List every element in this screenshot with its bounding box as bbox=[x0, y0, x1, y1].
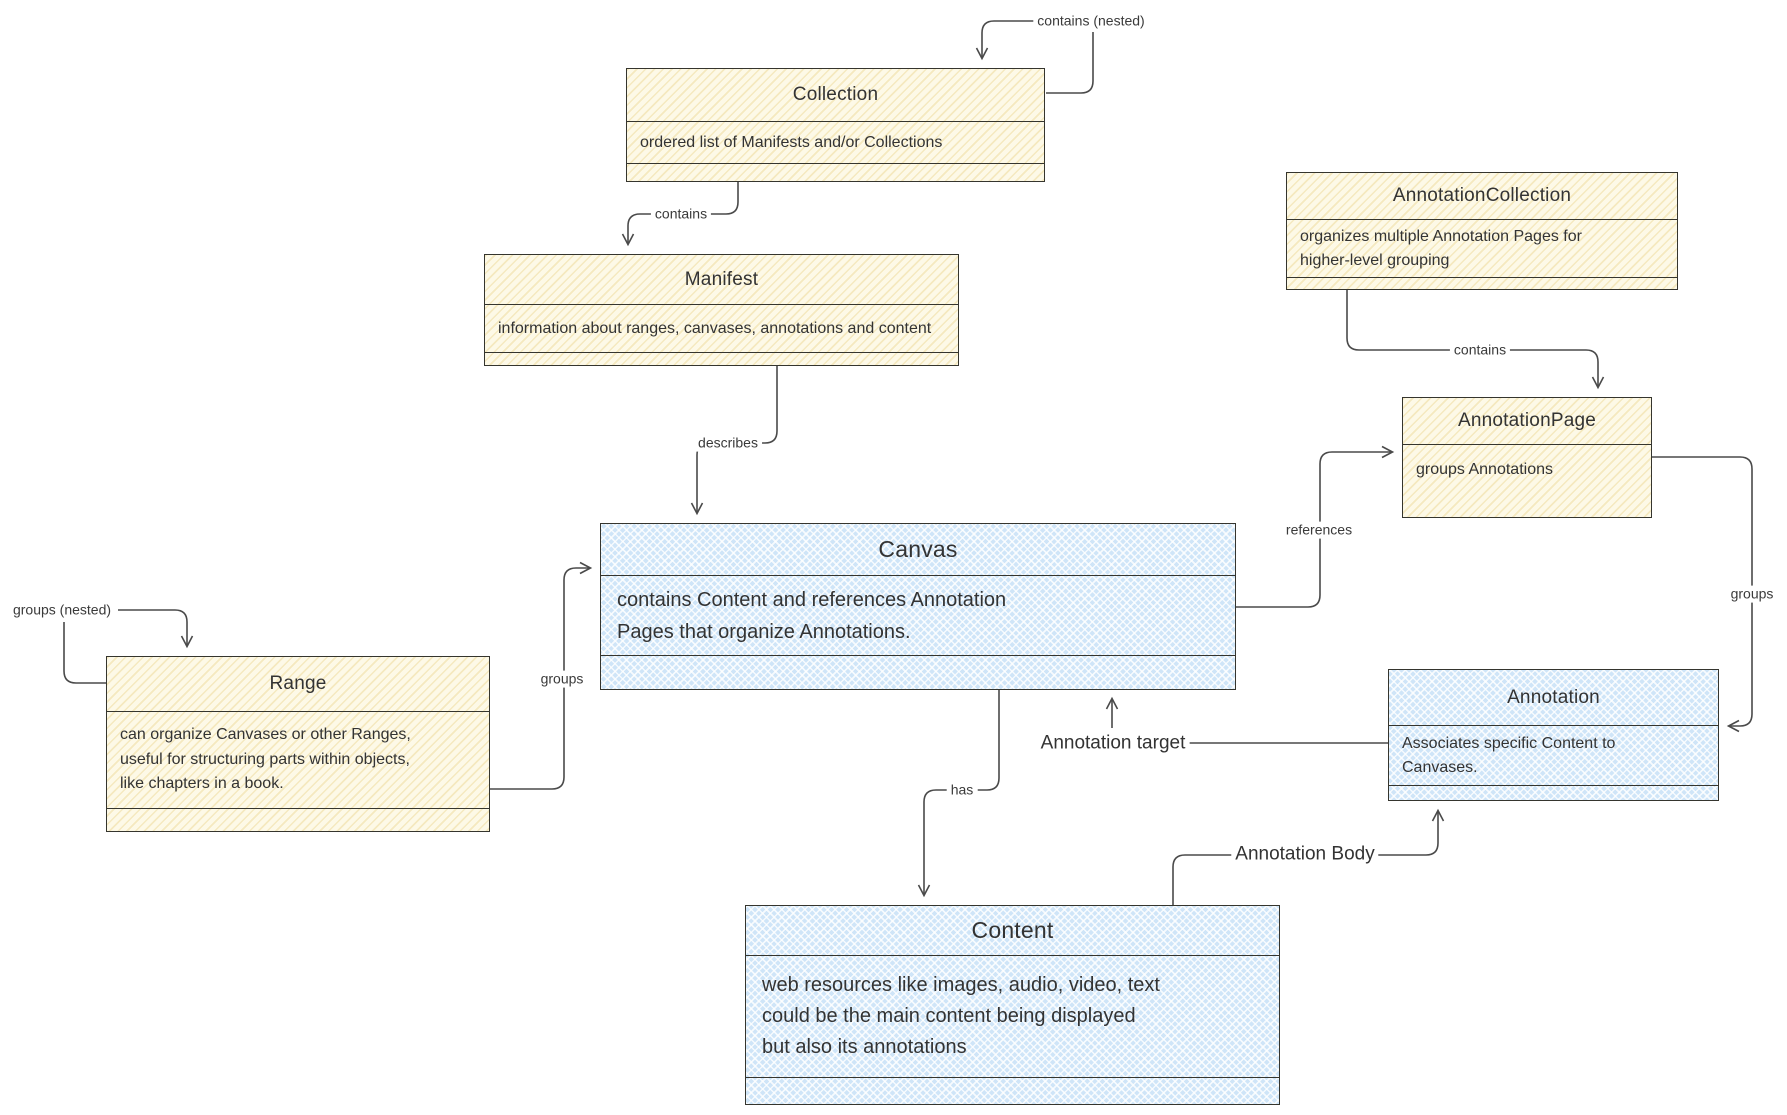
node-range-empty-compartment bbox=[107, 808, 489, 831]
edge-label-references: references bbox=[1281, 521, 1357, 539]
node-annotation: Annotation Associates specific Content t… bbox=[1388, 669, 1719, 801]
node-content-description: web resources like images, audio, video,… bbox=[762, 974, 1160, 1058]
node-content-title: Content bbox=[746, 906, 1279, 956]
edge-label-groups-range-canvas: groups bbox=[536, 670, 588, 688]
node-annotation-collection: AnnotationCollection organizes multiple … bbox=[1286, 172, 1678, 290]
node-annotation-collection-title: AnnotationCollection bbox=[1287, 173, 1677, 220]
node-canvas-empty-compartment bbox=[601, 655, 1235, 689]
edge-label-groups-nested: groups (nested) bbox=[8, 601, 116, 619]
edge-label-groups-annpage-annotation: groups bbox=[1726, 585, 1778, 603]
node-range-title: Range bbox=[107, 657, 489, 712]
node-annotation-description: Associates specific Content to Canvases. bbox=[1402, 735, 1616, 776]
edge-range-self-arrow bbox=[118, 609, 194, 649]
node-canvas-title: Canvas bbox=[601, 524, 1235, 576]
edge-label-contains-nested: contains (nested) bbox=[1033, 12, 1149, 30]
node-collection-description: ordered list of Manifests and/or Collect… bbox=[640, 133, 943, 151]
edge-label-annotation-target: Annotation target bbox=[1036, 732, 1190, 756]
edge-label-annotation-body: Annotation Body bbox=[1231, 843, 1379, 867]
node-manifest: Manifest information about ranges, canva… bbox=[484, 254, 959, 366]
edge-label-describes: describes bbox=[694, 434, 762, 452]
node-manifest-empty-compartment bbox=[485, 352, 958, 365]
node-collection-title: Collection bbox=[627, 69, 1044, 122]
node-annotation-title: Annotation bbox=[1389, 670, 1718, 726]
node-content-empty-compartment bbox=[746, 1077, 1279, 1104]
node-canvas-description: contains Content and references Annotati… bbox=[617, 588, 1007, 643]
node-content: Content web resources like images, audio… bbox=[745, 905, 1280, 1105]
node-annotation-collection-description: organizes multiple Annotation Pages for … bbox=[1300, 228, 1582, 269]
node-canvas: Canvas contains Content and references A… bbox=[600, 523, 1236, 690]
node-annotation-page-description: groups Annotations bbox=[1416, 461, 1553, 478]
edge-collection-self-right bbox=[1046, 32, 1094, 94]
node-annotation-page: AnnotationPage groups Annotations bbox=[1402, 397, 1652, 518]
edge-label-has: has bbox=[946, 781, 978, 799]
node-annotation-collection-empty-compartment bbox=[1287, 277, 1677, 289]
node-collection: Collection ordered list of Manifests and… bbox=[626, 68, 1045, 182]
node-range-description: can organize Canvases or other Ranges, u… bbox=[120, 725, 411, 793]
node-manifest-title: Manifest bbox=[485, 255, 958, 305]
edge-range-self-left bbox=[63, 622, 106, 684]
node-annotation-empty-compartment bbox=[1389, 785, 1718, 800]
edge-collection-self-arrow bbox=[975, 20, 1058, 61]
edge-label-contains-anncollection-annpage: contains bbox=[1449, 341, 1511, 359]
node-annotation-page-title: AnnotationPage bbox=[1403, 398, 1651, 445]
node-manifest-description: information about ranges, canvases, anno… bbox=[498, 319, 932, 337]
node-range: Range can organize Canvases or other Ran… bbox=[106, 656, 490, 832]
edge-label-contains-collection-manifest: contains bbox=[650, 205, 712, 223]
edge-anncollection-annpage bbox=[1346, 290, 1605, 390]
node-collection-empty-compartment bbox=[627, 163, 1044, 181]
